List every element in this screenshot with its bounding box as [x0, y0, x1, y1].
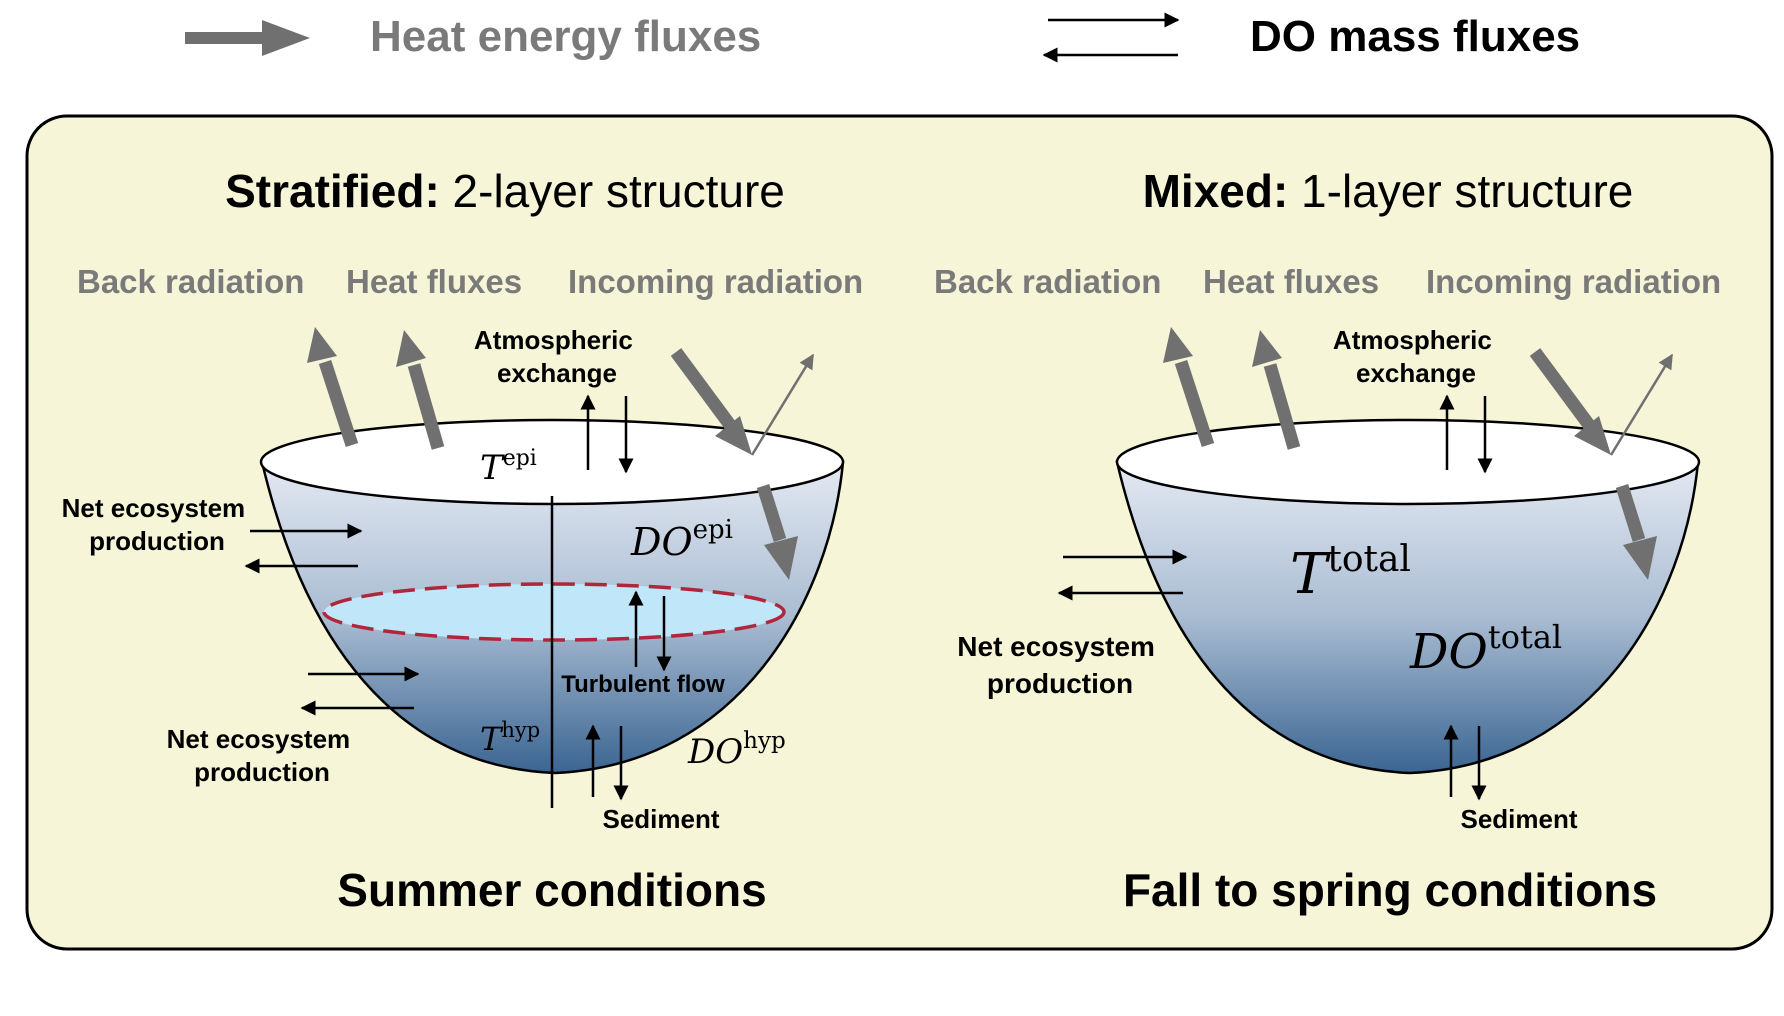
right-nep-label: Net ecosystem production: [957, 631, 1162, 699]
right-incoming-radiation-arrow-icon: [1529, 348, 1611, 455]
right-reflected-radiation-arrow-icon: [1609, 353, 1674, 456]
right-do-total-label: DOtotal: [1409, 618, 1562, 680]
left-panel-caption: Summer conditions: [337, 864, 766, 916]
do-flux-legend-label: DO mass fluxes: [1250, 12, 1580, 61]
left-t-epi-label: Tepi: [480, 446, 537, 488]
left-turbulent-flow-label: Turbulent flow: [561, 671, 725, 698]
left-atmospheric-exchange-label: Atmospheric exchange: [474, 325, 640, 388]
heat-flux-legend-label: Heat energy fluxes: [370, 12, 761, 61]
left-heat-flux-arrow-icon: [396, 330, 445, 450]
heat-flux-legend-icon: [185, 20, 310, 56]
left-nep-lower-label: Net ecosystem production: [167, 724, 358, 787]
right-panel-caption: Fall to spring conditions: [1123, 864, 1657, 916]
right-back-radiation-label: Back radiation: [934, 263, 1161, 300]
left-panel-title: Stratified: 2-layer structure: [225, 165, 785, 217]
left-thermocline-layer: [322, 582, 786, 642]
right-panel-title: Mixed: 1-layer structure: [1143, 165, 1634, 217]
right-heat-fluxes-label: Heat fluxes: [1203, 263, 1379, 300]
left-back-radiation-arrow-icon: [307, 327, 359, 448]
right-atmospheric-exchange-label: Atmospheric exchange: [1333, 325, 1499, 388]
right-lake-surface: [1115, 418, 1701, 506]
left-panel: Stratified: 2-layer structure Back radia…: [62, 165, 864, 916]
right-sediment-label: Sediment: [1460, 804, 1577, 834]
right-heat-flux-arrow-icon: [1252, 330, 1301, 450]
do-flux-legend-icon: [1042, 12, 1180, 63]
left-t-hyp-label: Thyp: [480, 718, 540, 758]
left-nep-upper-label: Net ecosystem production: [62, 493, 253, 556]
right-panel: Mixed: 1-layer structure Back radiation …: [934, 165, 1721, 916]
right-penetrating-radiation-arrow-icon: [1615, 484, 1657, 580]
left-penetrating-radiation-arrow-icon: [756, 484, 798, 580]
left-do-epi-label: DOepi: [630, 515, 733, 564]
legend: Heat energy fluxes DO mass fluxes: [185, 12, 1580, 63]
left-sediment-label: Sediment: [602, 804, 719, 834]
right-back-radiation-arrow-icon: [1163, 327, 1215, 448]
left-incoming-radiation-label: Incoming radiation: [568, 263, 863, 300]
right-incoming-radiation-label: Incoming radiation: [1426, 263, 1721, 300]
left-reflected-radiation-arrow-icon: [750, 353, 815, 456]
left-do-hyp-label: DOhyp: [687, 728, 786, 772]
right-lake-basin: [1115, 460, 1700, 775]
left-back-radiation-label: Back radiation: [77, 263, 304, 300]
left-heat-fluxes-label: Heat fluxes: [346, 263, 522, 300]
left-incoming-radiation-arrow-icon: [670, 348, 752, 455]
right-t-total-label: Ttotal: [1290, 539, 1411, 607]
